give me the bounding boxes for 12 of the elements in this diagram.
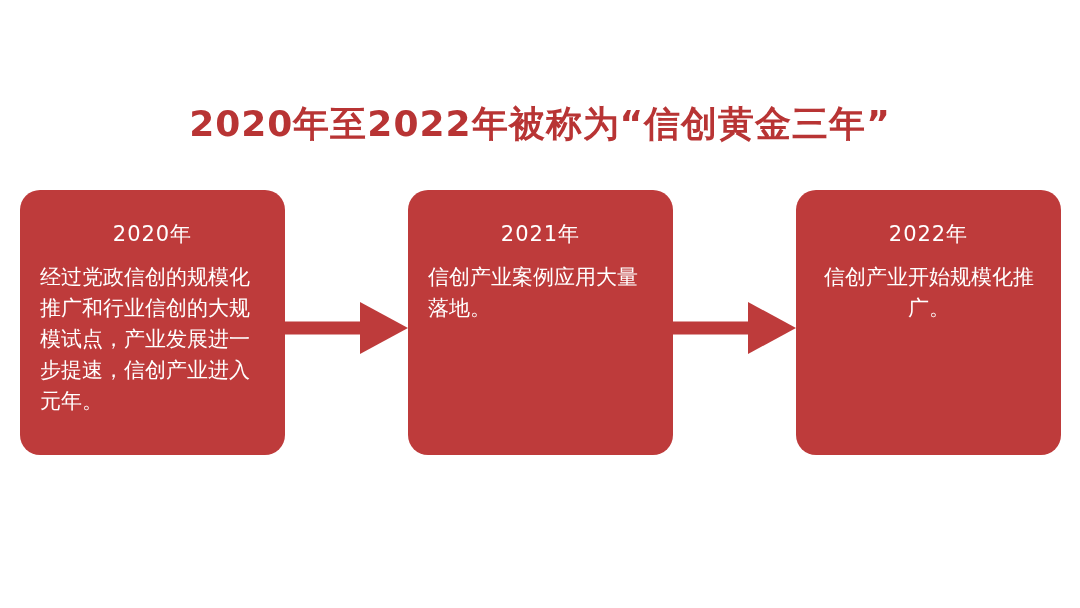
- arrow: [673, 302, 796, 354]
- year-heading: 2022年: [887, 221, 970, 248]
- year-card: [20, 190, 285, 455]
- year-heading: 2021年: [499, 221, 582, 248]
- year-card: [796, 190, 1061, 455]
- year-heading: 2020年: [111, 221, 194, 248]
- description-text: 信创产业开始规模化推广。: [822, 264, 1035, 322]
- arrow: [285, 302, 408, 354]
- title: 2020年至2022年被称为“信创黄金三年”: [188, 102, 892, 146]
- year-card: [408, 190, 673, 455]
- description-text: 信创产业案例应用大量落地。: [428, 264, 639, 322]
- description-text: 经过党政信创的规模化推广和行业信创的大规模试点，产业发展进一步提速，信创产业进入元年。: [40, 264, 251, 415]
